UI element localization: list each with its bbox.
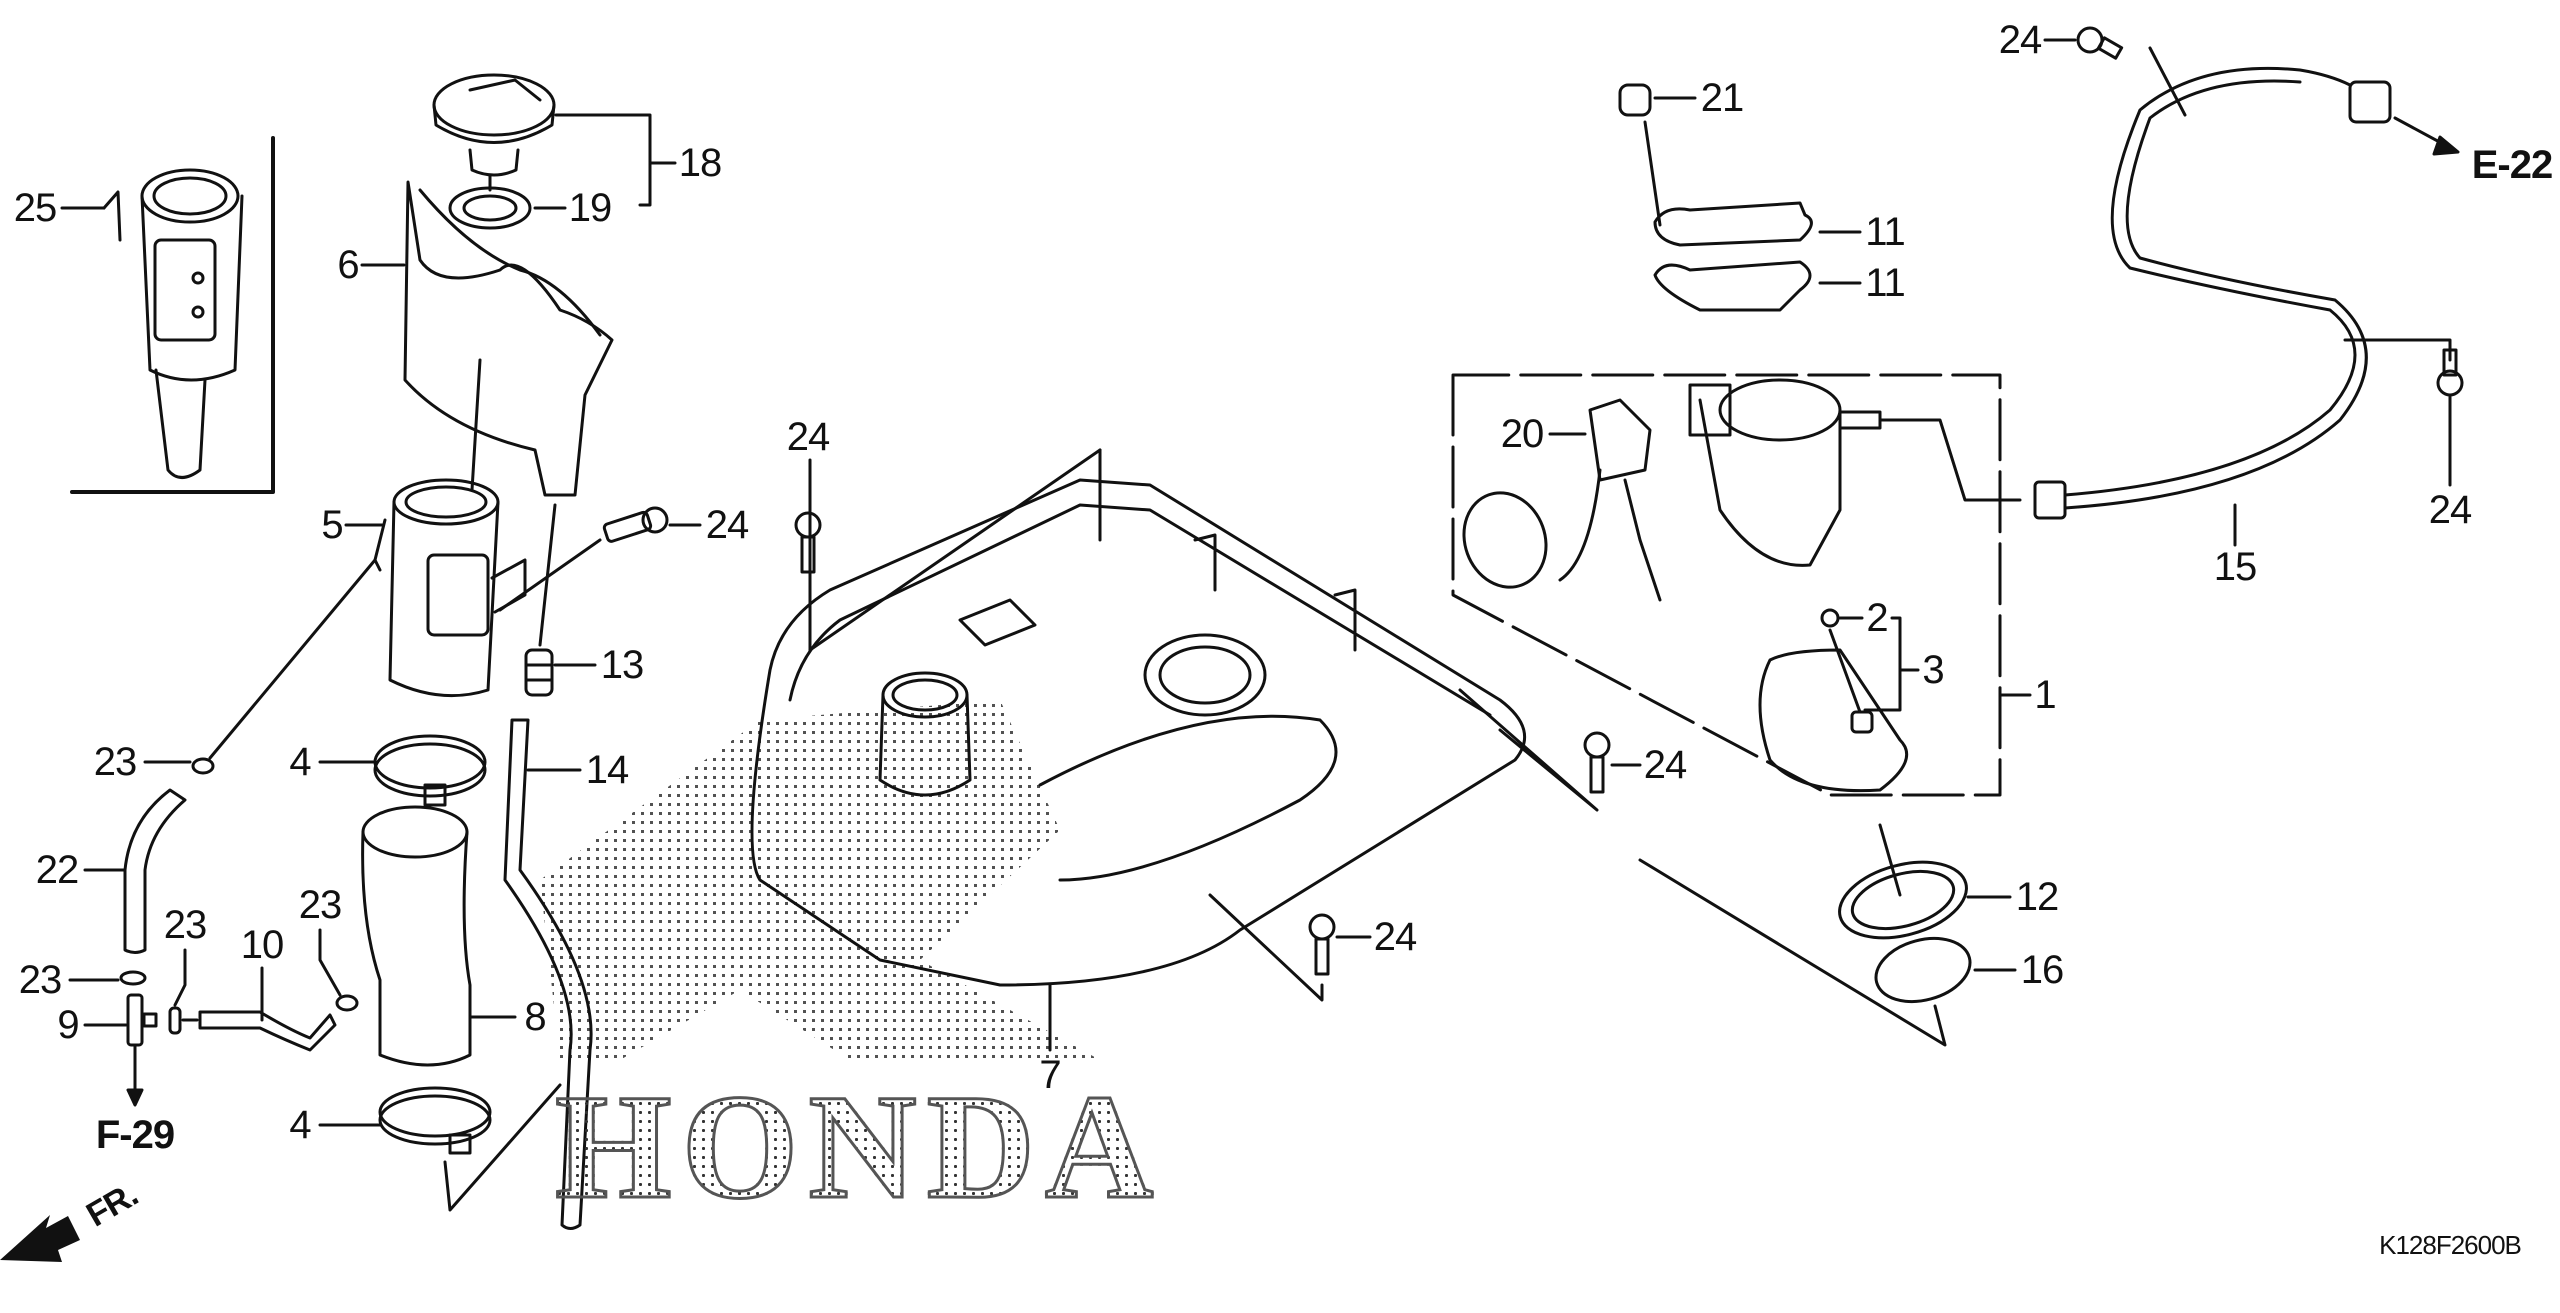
callout-14: 14 [585,748,629,792]
part-6-filler-cover [360,180,614,497]
part-7-fuel-tank [750,448,1526,1052]
callout-21: 21 [1700,76,1744,120]
part-15-wire-harness [2033,46,2464,547]
reference-f29[interactable]: F-29 [95,1113,175,1157]
callout-5: 5 [321,503,343,547]
bolt-24-filler [498,506,702,612]
bolt-24-tank-side [1458,688,1642,812]
callout-22: 22 [35,848,79,892]
part-18-fuel-cap [432,73,677,207]
part-23-clips [68,558,377,1035]
callout-7: 7 [1039,1053,1061,1097]
fuel-pump-unit [1688,378,2022,793]
callout-11-upper: 11 [1865,210,1906,254]
callout-20: 20 [1500,412,1544,456]
callout-2: 2 [1866,596,1888,640]
part-19-cap-gasket [448,173,567,230]
callout-24-tank-side: 24 [1643,743,1687,787]
callout-12: 12 [2015,875,2059,919]
callout-10: 10 [240,923,284,967]
callout-19: 19 [568,186,612,230]
callout-24-harness-bottom: 24 [2428,488,2472,532]
part-22-breather-hose [83,788,187,954]
part-11-plates [1653,201,1862,312]
callout-8: 8 [524,995,546,1039]
part-4-clamp-lower [318,1083,562,1212]
diagram-code: K128F2600B [2379,1230,2522,1260]
part-21-nut [1618,83,1697,227]
callout-23-lower: 23 [18,958,62,1002]
callout-16: 16 [2020,948,2064,992]
part-13-breather-fitting [524,503,597,697]
callout-24-harness-top: 24 [1998,18,2042,62]
bolt-24-harness-top [2043,26,2124,60]
bolt-24-tank-rear [1208,893,1372,1002]
part-10-hose [181,966,337,1052]
honda-watermark-wing [540,700,1100,1060]
callout-4-upper: 4 [289,740,311,784]
part-16-seal-ring [1638,858,2017,1047]
callout-23-hose: 23 [298,883,342,927]
part-9-tee-joint [83,993,158,1107]
part-5-filler-pipe [344,478,527,698]
bolt-24-tank-front [794,511,822,574]
part-25-filler-neck-variant [60,136,275,494]
reference-e22[interactable]: E-22 [2471,143,2553,187]
part-20-fuel-level-sender [1462,398,1662,602]
callout-15: 15 [2213,545,2257,589]
callout-9: 9 [57,1003,79,1047]
callout-24-filler: 24 [705,503,749,547]
callout-13: 13 [600,643,644,687]
callout-23-upper: 23 [93,740,137,784]
callout-25: 25 [13,186,57,230]
part-12-packing [1838,823,2012,940]
callout-18: 18 [678,141,722,185]
callout-4-lower: 4 [289,1103,311,1147]
callout-24-tank-rear: 24 [1373,915,1417,959]
callout-11-lower: 11 [1865,261,1906,305]
front-direction-arrow [0,1215,80,1262]
honda-watermark-text: HONDA [553,1064,1164,1230]
part-1-pump-module-outline [1451,373,2032,797]
callout-24-tank-front: 24 [786,415,830,459]
callout-6: 6 [337,243,359,287]
part-14-drain-tube [503,718,593,1230]
part-8-joint-hose [361,805,517,1067]
callout-1: 1 [2034,673,2056,717]
callout-3: 3 [1922,648,1944,692]
part-4-clamp-upper [318,734,487,807]
callout-23-tee: 23 [163,903,207,947]
